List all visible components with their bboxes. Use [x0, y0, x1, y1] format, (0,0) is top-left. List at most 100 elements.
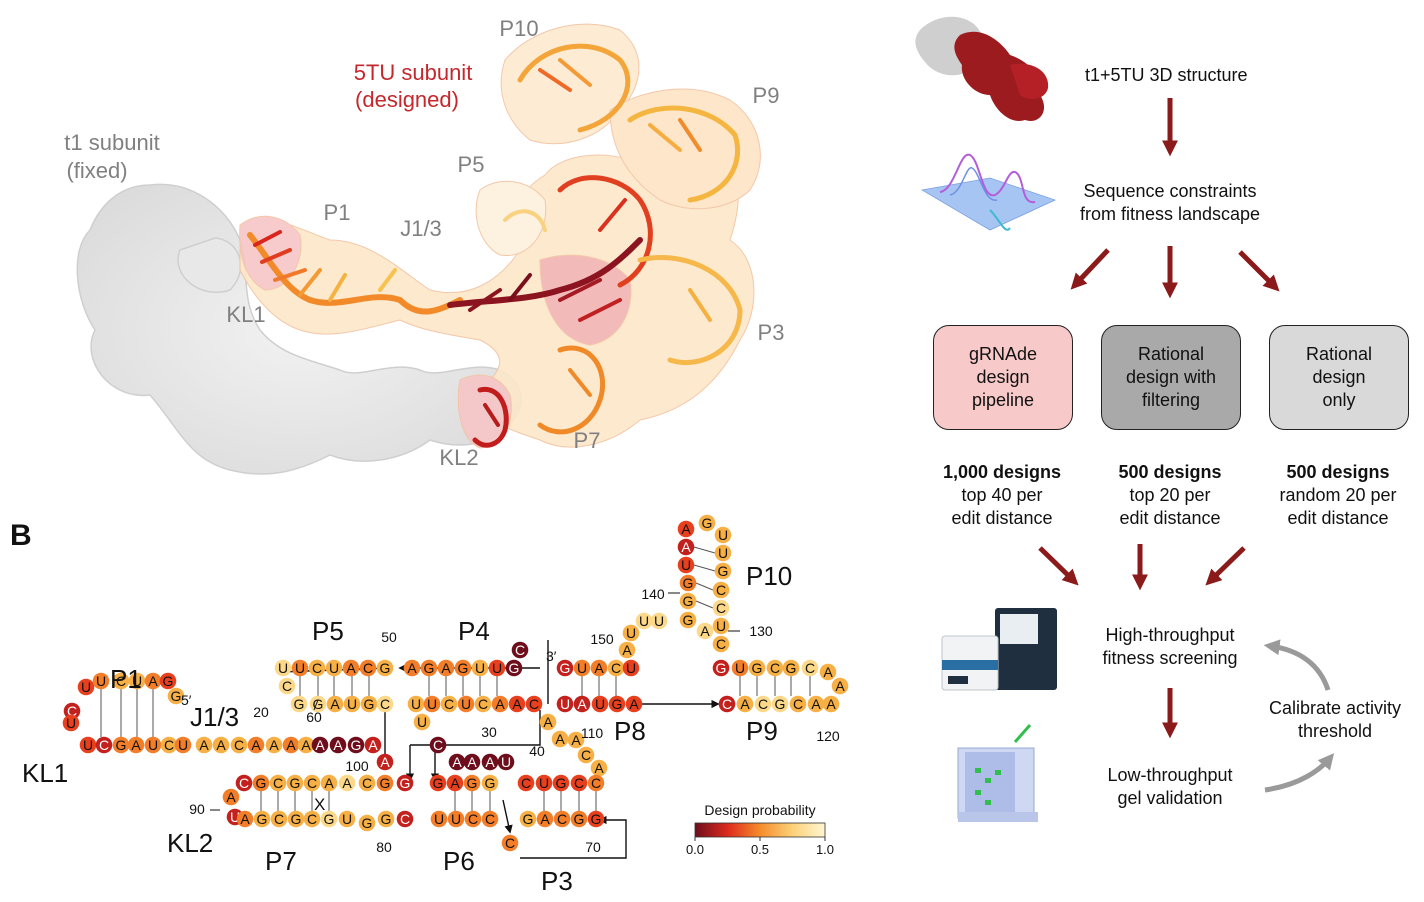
- nucleotide: A: [618, 641, 636, 659]
- nucleotide: C: [95, 736, 113, 754]
- position-110: 110: [581, 725, 604, 741]
- nucleotide: C: [766, 659, 784, 677]
- rational-only-designs-line1: random 20 per: [1279, 485, 1397, 505]
- nucleotide: C: [712, 599, 730, 617]
- nucleotide: U: [430, 810, 448, 828]
- nucleotide: C: [63, 702, 81, 720]
- svg-text:U: U: [461, 696, 471, 712]
- rational-filter-designs-text: 500 designs top 20 per edit distance: [1070, 461, 1270, 530]
- position-100: 100: [345, 758, 369, 774]
- svg-text:G: G: [467, 775, 478, 791]
- colorbar-tick-0: 0.0: [686, 842, 704, 857]
- nucleotide: U: [77, 678, 95, 696]
- svg-text:U: U: [417, 714, 427, 730]
- nucleotide: G: [287, 810, 305, 828]
- nucleotide: U: [712, 617, 730, 635]
- nucleotide: G: [253, 810, 271, 828]
- svg-text:A: A: [148, 673, 158, 689]
- svg-text:A: A: [324, 775, 334, 791]
- nucleotide: A: [364, 736, 382, 754]
- svg-text:C: C: [380, 696, 390, 712]
- nucleotide: C: [308, 659, 326, 677]
- nucleotide: A: [677, 520, 695, 538]
- nucleotide: G: [698, 514, 716, 532]
- nucleotide: A: [446, 774, 464, 792]
- nucleotide: A: [282, 736, 300, 754]
- nucleotide: A: [195, 736, 213, 754]
- svg-text:U: U: [492, 660, 502, 676]
- nucleotide: G: [429, 774, 447, 792]
- svg-text:A: A: [571, 732, 581, 748]
- svg-text:G: G: [362, 815, 373, 831]
- nucleotide: A: [320, 774, 338, 792]
- base-pair-tick: [695, 582, 714, 591]
- svg-text:G: G: [775, 696, 786, 712]
- position-30: 30: [481, 724, 497, 740]
- p6-helix-label: P6: [443, 846, 475, 876]
- gel-label-line1: Low-throughput: [1107, 765, 1233, 785]
- svg-text:G: G: [171, 688, 182, 704]
- gel-apparatus-icon: [957, 724, 1038, 822]
- svg-text:C: C: [770, 660, 780, 676]
- svg-text:A: A: [835, 678, 845, 694]
- svg-text:U: U: [66, 715, 76, 731]
- arrow-rational-only-to-screen: [1205, 546, 1246, 586]
- nucleotide: C: [440, 695, 458, 713]
- svg-text:A: A: [629, 696, 639, 712]
- svg-text:C: C: [239, 775, 249, 791]
- position-80: 80: [376, 839, 392, 855]
- svg-text:G: G: [523, 811, 534, 827]
- position-50: 50: [381, 629, 397, 645]
- svg-text:C: C: [521, 775, 531, 791]
- svg-text:A: A: [342, 775, 352, 791]
- svg-text:G: G: [683, 593, 694, 609]
- nucleotide: C: [358, 774, 376, 792]
- calibrate-label: Calibrate activity threshold: [1250, 697, 1420, 743]
- svg-text:A: A: [512, 696, 522, 712]
- svg-text:C: C: [307, 775, 317, 791]
- svg-text:C: C: [468, 811, 478, 827]
- svg-text:A: A: [555, 731, 565, 747]
- nucleotide: A: [265, 736, 283, 754]
- colorbar-title: Design probability: [704, 802, 815, 818]
- svg-text:A: A: [467, 754, 477, 770]
- nucleotide: U: [291, 659, 309, 677]
- svg-text:U: U: [501, 754, 511, 770]
- svg-text:A: A: [740, 696, 750, 712]
- svg-text:C: C: [758, 696, 768, 712]
- svg-text:G: G: [424, 660, 435, 676]
- nucleotide: U: [622, 659, 640, 677]
- tu-bases: [253, 58, 712, 427]
- svg-text:A: A: [333, 737, 343, 753]
- structure-3d-panel: t1 subunit (fixed) P10 P9 P5 P1 J1/3 KL1…: [64, 16, 784, 475]
- nucleotide: A: [807, 695, 825, 713]
- nucleotide: U: [622, 624, 640, 642]
- svg-text:A: A: [594, 660, 604, 676]
- svg-text:C: C: [444, 696, 454, 712]
- svg-text:U: U: [654, 613, 664, 629]
- nucleotide: C: [754, 695, 772, 713]
- svg-text:A: A: [330, 696, 340, 712]
- svg-text:A: A: [811, 696, 821, 712]
- svg-text:A: A: [594, 760, 604, 776]
- nucleotide: C: [235, 774, 253, 792]
- svg-text:C: C: [716, 582, 726, 598]
- nucleotide: A: [822, 695, 840, 713]
- svg-text:G: G: [718, 563, 729, 579]
- grnade-pipeline-label: gRNAde design pipeline: [968, 344, 1038, 410]
- constraints-label-line2: from fitness landscape: [1079, 204, 1261, 224]
- nucleotide: G: [159, 672, 177, 690]
- nucleotide: A: [573, 695, 591, 713]
- svg-text:U: U: [451, 811, 461, 827]
- svg-text:G: G: [364, 696, 375, 712]
- svg-text:U: U: [411, 696, 421, 712]
- nucleotide: G: [505, 659, 523, 677]
- fitness-landscape-icon: [920, 153, 1057, 231]
- nucleotide: U: [413, 713, 431, 731]
- nucleotide: G: [112, 736, 130, 754]
- base-pair-tick: [693, 546, 716, 554]
- svg-text:C: C: [611, 660, 621, 676]
- svg-text:C: C: [529, 696, 539, 712]
- t1-label-line1: t1 subunit: [64, 130, 159, 155]
- svg-text:U: U: [427, 696, 437, 712]
